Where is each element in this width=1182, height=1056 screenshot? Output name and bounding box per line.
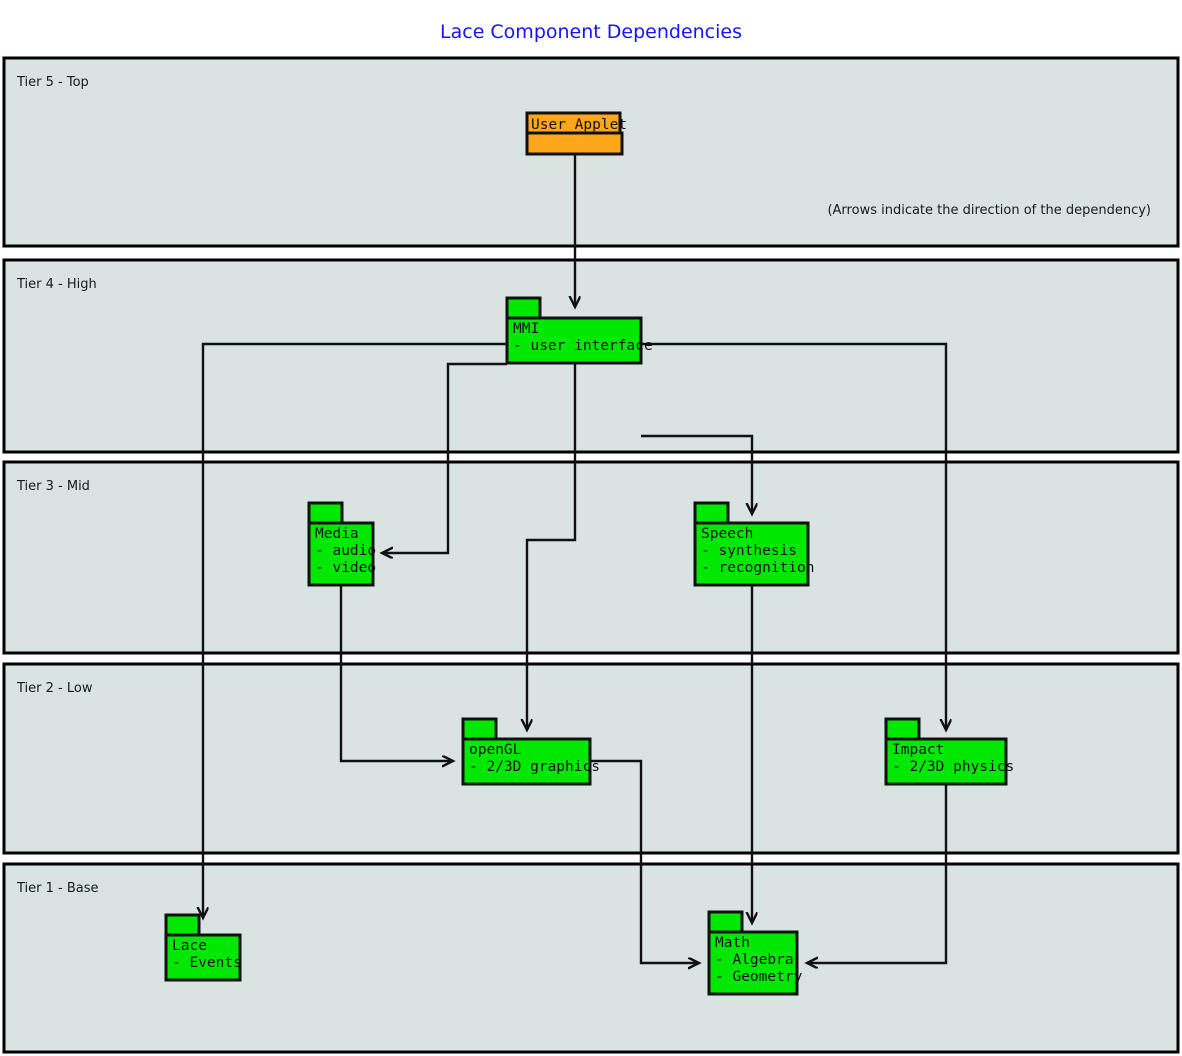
edge-impact-to-math xyxy=(807,784,948,963)
package-tab-impact xyxy=(884,717,921,741)
package-label-speech-line-2: - recognition xyxy=(701,560,815,576)
package-user-applet[interactable]: User Applet xyxy=(525,111,627,156)
package-label-media-line-0: Media xyxy=(315,526,359,542)
edge-media-to-opengl xyxy=(339,585,453,761)
package-label-user-applet: User Applet xyxy=(531,117,627,133)
package-math[interactable]: Math- Algebra- Geometry xyxy=(707,910,803,996)
tier-box-tier3 xyxy=(2,460,1180,655)
package-tab-media xyxy=(307,501,344,525)
package-lace[interactable]: Lace- Events xyxy=(164,913,242,982)
tier-box-tier4 xyxy=(2,258,1180,454)
package-body-media xyxy=(307,521,375,587)
edge-mmi-to-media xyxy=(382,362,507,553)
package-label-math-line-2: - Geometry xyxy=(715,969,803,985)
package-body-impact xyxy=(884,737,1008,786)
package-label-impact-line-0: Impact xyxy=(892,742,944,758)
package-tab-lace xyxy=(164,913,201,937)
package-label-mmi-line-1: - user interface xyxy=(513,338,653,354)
package-label-impact-line-1: - 2/3D physics xyxy=(892,759,1014,775)
package-mmi[interactable]: MMI- user interface xyxy=(505,296,653,365)
dependency-edges-layer xyxy=(203,154,946,963)
package-label-opengl-line-1: - 2/3D graphics xyxy=(469,759,600,775)
package-opengl[interactable]: openGL- 2/3D graphics xyxy=(461,717,600,786)
tier-label-tier5: Tier 5 - Top xyxy=(16,75,89,90)
package-label-math-line-0: Math xyxy=(715,935,750,951)
package-label-lace-line-0: Lace xyxy=(172,938,207,954)
package-label-speech-line-1: - synthesis xyxy=(701,543,797,559)
package-body-speech xyxy=(693,521,810,587)
tier-label-tier1: Tier 1 - Base xyxy=(16,881,99,896)
package-body-mmi xyxy=(505,316,643,365)
package-body-user-applet xyxy=(525,131,624,156)
edge-opengl-to-math xyxy=(590,759,699,963)
package-label-mmi-line-0: MMI xyxy=(513,321,539,337)
package-body-lace xyxy=(164,933,242,982)
package-body-opengl xyxy=(461,737,592,786)
package-speech[interactable]: Speech- synthesis- recognition xyxy=(693,501,815,587)
tier-label-tier2: Tier 2 - Low xyxy=(16,681,93,696)
package-label-speech-line-0: Speech xyxy=(701,526,753,542)
package-tab-mmi xyxy=(505,296,542,320)
package-impact[interactable]: Impact- 2/3D physics xyxy=(884,717,1014,786)
tier-group-tier3: Tier 3 - Mid xyxy=(2,460,1180,655)
edge-mmi-to-impact xyxy=(641,342,946,730)
tier-group-tier4: Tier 4 - High xyxy=(2,258,1180,454)
package-tab-math xyxy=(707,910,744,934)
edge-mmi-to-opengl xyxy=(527,363,577,730)
package-tab-speech xyxy=(693,501,730,525)
tier-label-tier3: Tier 3 - Mid xyxy=(16,479,90,494)
package-tab-opengl xyxy=(461,717,498,741)
package-label-math-line-1: - Algebra xyxy=(715,952,794,968)
package-body-math xyxy=(707,930,799,996)
page-title: Lace Component Dependencies xyxy=(440,21,742,43)
edge-mmi-to-speech xyxy=(641,434,752,514)
tier-label-tier4: Tier 4 - High xyxy=(16,277,97,292)
package-label-media-line-1: - audio xyxy=(315,543,376,559)
edge-mmi-to-lace xyxy=(203,342,507,918)
legend-note: (Arrows indicate the direction of the de… xyxy=(827,203,1151,218)
package-media[interactable]: Media- audio- video xyxy=(307,501,376,587)
package-label-lace-line-1: - Events xyxy=(172,955,242,971)
package-label-opengl-line-0: openGL xyxy=(469,742,522,758)
package-label-media-line-2: - video xyxy=(315,560,376,576)
